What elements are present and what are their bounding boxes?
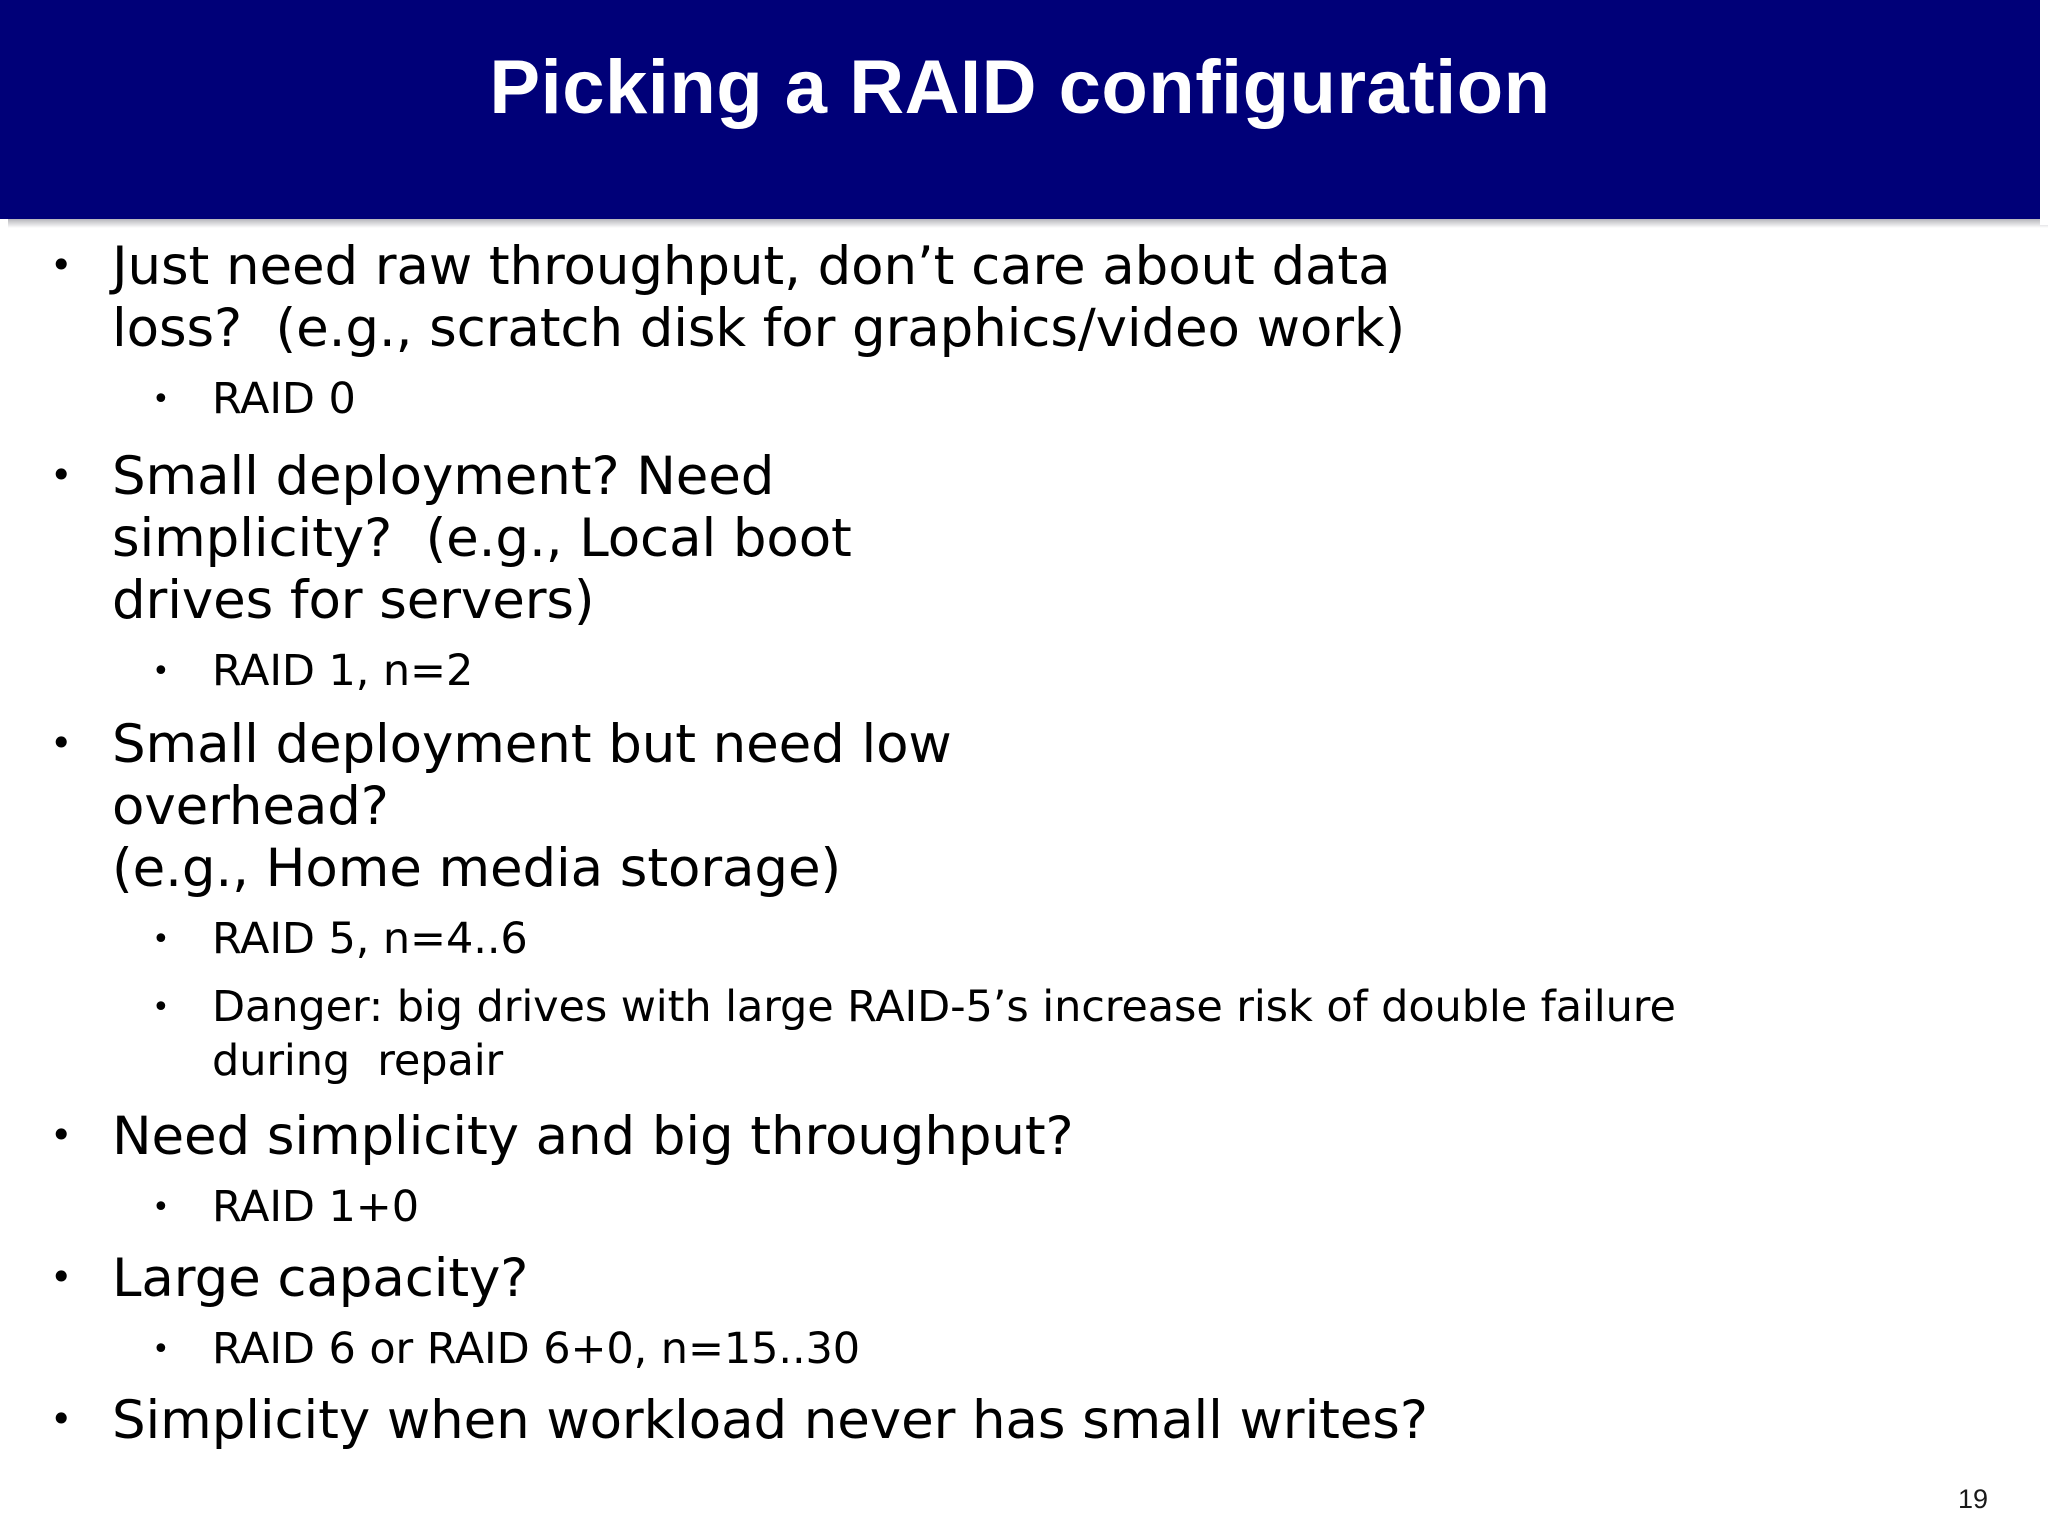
bullet-list: • Just need raw throughput, don’t care a…: [0, 236, 2048, 1536]
bullet-marker-icon: •: [152, 382, 170, 417]
bullet-marker-icon: •: [50, 243, 73, 287]
bullet-item-3: • Small deployment but need low overhead…: [0, 714, 2048, 900]
bullet-item-3-sub-1: • RAID 5, n=4..6: [0, 912, 2048, 966]
bullet-marker-icon: •: [152, 990, 170, 1025]
bullet-text: Just need raw throughput, don’t care abo…: [112, 236, 1406, 359]
bullet-marker-icon: •: [152, 922, 170, 957]
bullet-item-4-sub-1: • RAID 1+0: [0, 1180, 2048, 1234]
bullet-text: Small deployment but need low overhead? …: [112, 714, 952, 899]
bullet-marker-icon: •: [50, 721, 73, 765]
bullet-item-4: • Need simplicity and big throughput?: [0, 1106, 2048, 1168]
banner-right-edge: [2040, 0, 2048, 225]
bullet-marker-icon: •: [50, 1397, 73, 1441]
bullet-marker-icon: •: [50, 1255, 73, 1299]
bullet-text: Small deployment? Need simplicity? (e.g.…: [112, 446, 852, 631]
bullet-marker-icon: •: [152, 1332, 170, 1367]
page-number: 19: [1957, 1484, 1988, 1514]
bullet-item-5-sub-1: • RAID 6 or RAID 6+0, n=15..30: [0, 1322, 2048, 1376]
bullet-text: RAID 1+0: [212, 1182, 419, 1232]
title-banner: Picking a RAID configuration: [0, 0, 2048, 228]
bullet-item-5: • Large capacity?: [0, 1248, 2048, 1310]
bullet-text: Simplicity when workload never has small…: [112, 1390, 1428, 1451]
bullet-text: RAID 0: [212, 374, 356, 424]
bullet-text: RAID 5, n=4..6: [212, 914, 528, 964]
bullet-item-1: • Just need raw throughput, don’t care a…: [0, 236, 2048, 360]
bullet-item-1-sub-1: • RAID 0: [0, 372, 2048, 426]
bullet-item-2: • Small deployment? Need simplicity? (e.…: [0, 446, 2048, 632]
bullet-marker-icon: •: [152, 1190, 170, 1225]
bullet-item-6: • Simplicity when workload never has sma…: [0, 1390, 2048, 1452]
bullet-text: RAID 6 or RAID 6+0, n=15..30: [212, 1324, 861, 1374]
bullet-text: Large capacity?: [112, 1248, 529, 1309]
page-title: Picking a RAID configuration: [489, 45, 1551, 130]
bullet-text: Danger: big drives with large RAID-5’s i…: [212, 982, 1676, 1086]
bullet-text: Need simplicity and big throughput?: [112, 1106, 1074, 1167]
bullet-marker-icon: •: [152, 654, 170, 689]
bullet-item-2-sub-1: • RAID 1, n=2: [0, 644, 2048, 698]
bullet-item-3-sub-2: • Danger: big drives with large RAID-5’s…: [0, 980, 2048, 1088]
bullet-marker-icon: •: [50, 1113, 73, 1157]
bullet-text: RAID 1, n=2: [212, 646, 474, 696]
bullet-marker-icon: •: [50, 453, 73, 497]
